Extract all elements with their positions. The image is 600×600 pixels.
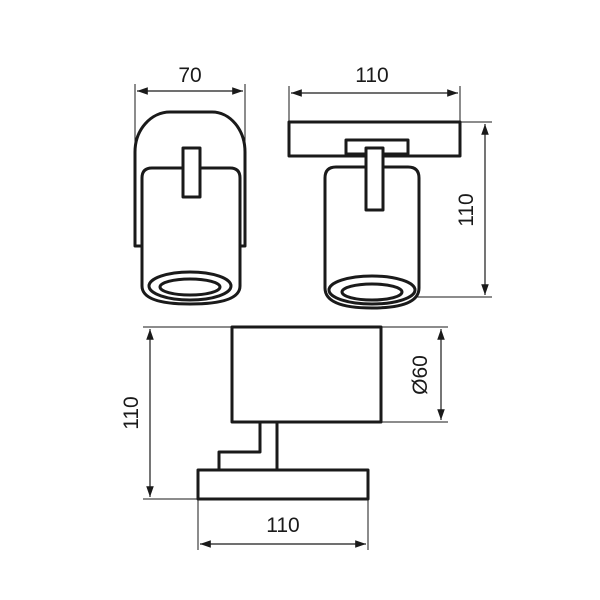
top-view-bracket (217, 420, 279, 472)
dimension-diameter-60: Ø60 (381, 326, 448, 423)
front-view-bracket (364, 146, 385, 212)
top-view (196, 325, 383, 501)
dimension-label-front-height: 110 (455, 193, 478, 226)
dimension-110-top-width: 110 (197, 499, 369, 550)
top-view-base-plate (196, 468, 370, 501)
dimension-label-front-width: 110 (355, 64, 388, 87)
dimension-label-diameter: Ø60 (409, 355, 432, 395)
top-view-lamp-body (230, 325, 383, 424)
side-view-bracket (181, 146, 202, 199)
dimension-110-front-height: 110 (415, 121, 492, 298)
dimension-label-top-width: 110 (266, 514, 299, 537)
front-view-lens-inner (340, 282, 404, 302)
front-view (287, 120, 462, 310)
dimension-label-top-height: 110 (120, 396, 143, 429)
front-view-lamp-body (323, 165, 421, 310)
side-view (133, 110, 247, 306)
side-view-lens-inner (158, 277, 222, 297)
dimension-70: 70 (134, 64, 246, 150)
dimension-110-top-height: 110 (120, 326, 232, 500)
dimension-110-front-width: 110 (288, 64, 461, 122)
dimension-label-side-width: 70 (178, 64, 201, 87)
side-view-lamp-body (140, 166, 242, 306)
